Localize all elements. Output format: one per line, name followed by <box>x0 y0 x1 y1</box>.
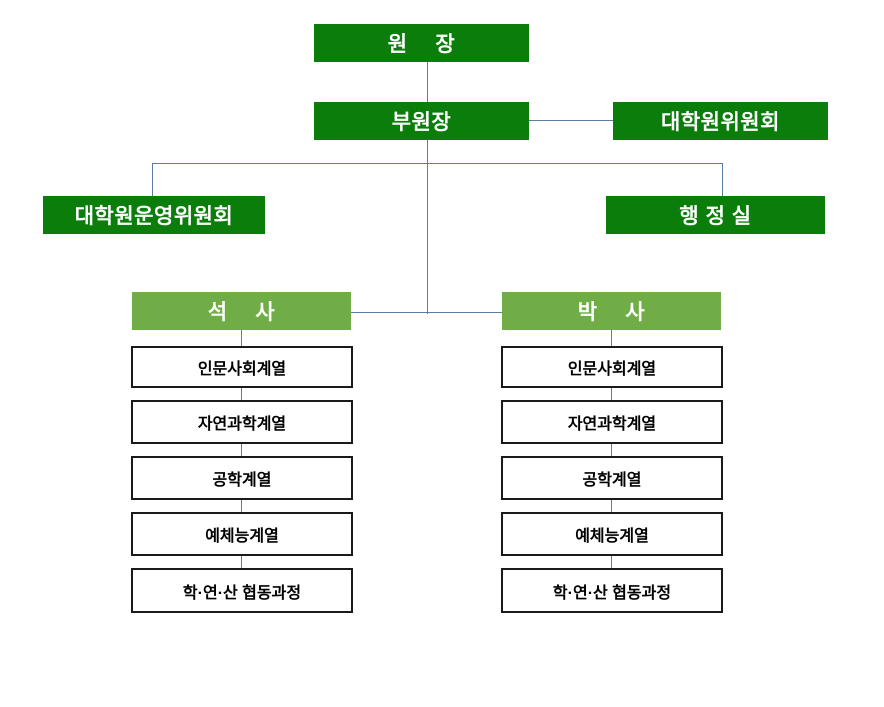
node-admin-office[interactable]: 행 정 실 <box>606 196 825 234</box>
node-masters-program-3[interactable]: 예체능계열 <box>131 512 353 556</box>
connector-doctorate-2 <box>611 388 612 400</box>
node-doctorate-program-3[interactable]: 예체능계열 <box>501 512 723 556</box>
connector-vice-main-trunk <box>427 140 428 314</box>
node-vice-director[interactable]: 부원장 <box>314 102 529 140</box>
node-masters-program-2[interactable]: 공학계열 <box>131 456 353 500</box>
connector-masters-doctorate-bar <box>351 312 502 313</box>
connector-masters-4 <box>241 500 242 512</box>
connector-masters-2 <box>241 388 242 400</box>
connector-vice-to-graduate-committee <box>529 120 614 121</box>
node-doctorate-program-1[interactable]: 자연과학계열 <box>501 400 723 444</box>
node-masters-program-1[interactable]: 자연과학계열 <box>131 400 353 444</box>
node-masters-program-0[interactable]: 인문사회계열 <box>131 346 353 388</box>
node-director[interactable]: 원 장 <box>314 24 529 62</box>
connector-doctorate-4 <box>611 500 612 512</box>
node-doctorate-program-2[interactable]: 공학계열 <box>501 456 723 500</box>
connector-distribution-bar <box>152 163 723 164</box>
node-masters[interactable]: 석 사 <box>132 292 351 330</box>
node-doctorate[interactable]: 박 사 <box>502 292 721 330</box>
connector-to-operating-committee <box>152 163 153 200</box>
node-graduate-committee[interactable]: 대학원위원회 <box>613 102 828 140</box>
connector-masters-3 <box>241 444 242 456</box>
node-doctorate-program-0[interactable]: 인문사회계열 <box>501 346 723 388</box>
connector-masters-1 <box>241 330 242 346</box>
connector-doctorate-5 <box>611 556 612 568</box>
connector-director-to-vice <box>427 62 428 102</box>
node-masters-program-4[interactable]: 학·연·산 협동과정 <box>131 568 353 613</box>
connector-doctorate-1 <box>611 330 612 346</box>
connector-doctorate-3 <box>611 444 612 456</box>
connector-masters-5 <box>241 556 242 568</box>
node-doctorate-program-4[interactable]: 학·연·산 협동과정 <box>501 568 723 613</box>
node-operating-committee[interactable]: 대학원운영위원회 <box>43 196 265 234</box>
connector-to-admin-office <box>722 163 723 200</box>
